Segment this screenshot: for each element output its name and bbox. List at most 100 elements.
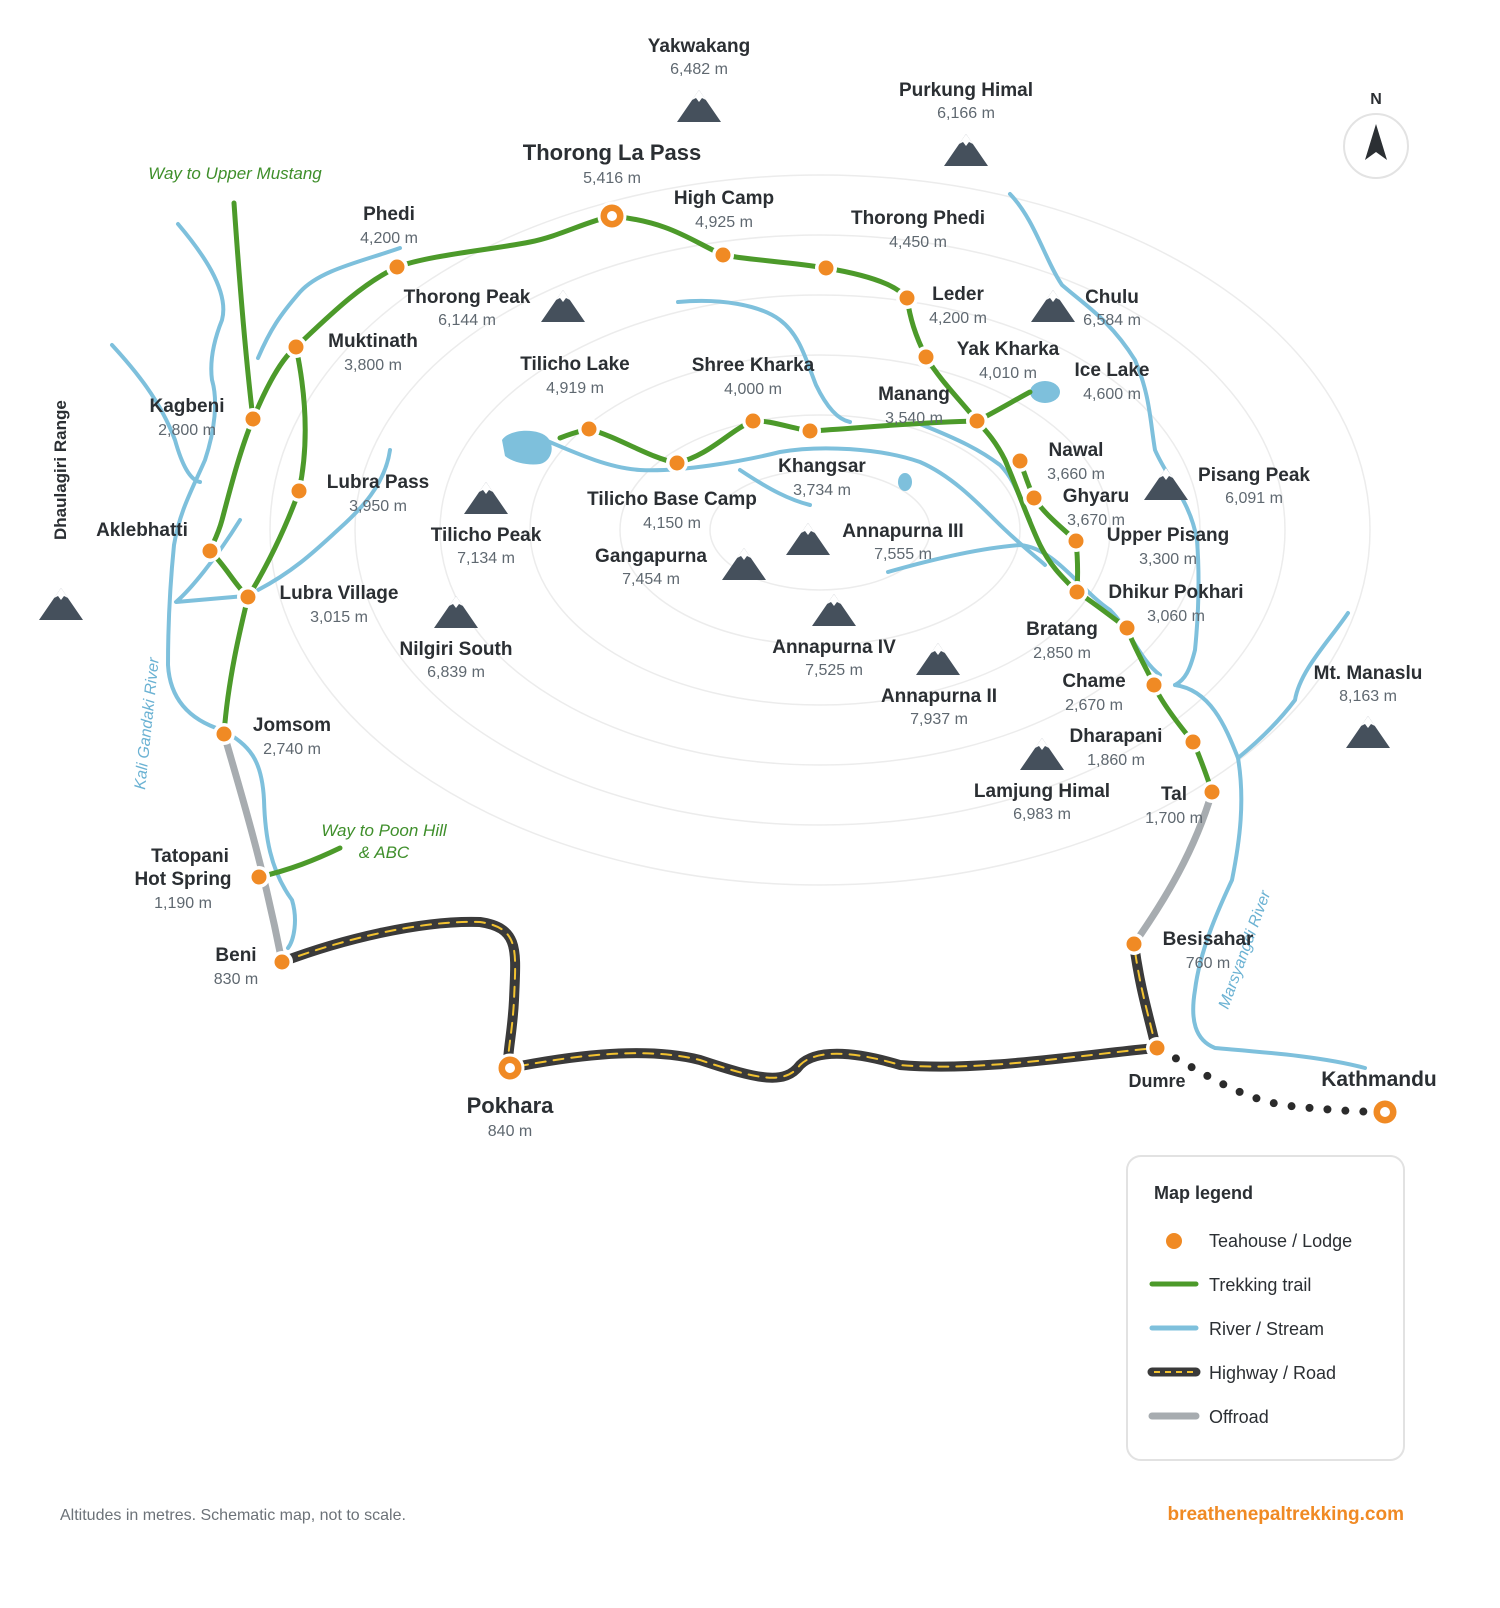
- place-name-label: Lubra Pass: [327, 472, 429, 493]
- teahouse-marker-tilicho-lake[interactable]: [578, 418, 600, 440]
- mountain-icon: [541, 290, 585, 322]
- teahouse-marker-bratang[interactable]: [1116, 617, 1138, 639]
- teahouse-marker-chame[interactable]: [1143, 674, 1165, 696]
- poon-hill-note-line2: & ABC: [359, 843, 410, 862]
- teahouse-marker-tilicho-base-camp[interactable]: [666, 452, 688, 474]
- compass-north-label: N: [1370, 91, 1382, 108]
- teahouse-marker-high-camp[interactable]: [712, 244, 734, 266]
- major-stop-marker-thorong-la-pass[interactable]: [597, 201, 627, 231]
- teahouse-marker-muktinath[interactable]: [285, 336, 307, 358]
- place-name-label: Phedi: [363, 204, 415, 225]
- place-altitude-label: 4,200 m: [360, 230, 418, 247]
- teahouse-marker-lubra-pass[interactable]: [288, 480, 310, 502]
- peak-name-label: Nilgiri South: [400, 639, 513, 660]
- teahouse-marker-dhikur-pokhari[interactable]: [1066, 581, 1088, 603]
- place-name-label: Bratang: [1026, 619, 1098, 640]
- place-altitude-label: 3,950 m: [349, 498, 407, 515]
- teahouse-marker-tal[interactable]: [1201, 781, 1223, 803]
- teahouse-marker-beni[interactable]: [271, 951, 293, 973]
- peak-name-label: Gangapurna: [595, 546, 707, 567]
- teahouse-marker-upper-pisang[interactable]: [1065, 530, 1087, 552]
- teahouse-marker-thorong-phedi[interactable]: [815, 257, 837, 279]
- legend-box: [1126, 1155, 1405, 1461]
- markers-layer: [199, 201, 1400, 1127]
- teahouse-marker-dumre[interactable]: [1146, 1037, 1168, 1059]
- teahouse-marker-khangsar[interactable]: [799, 420, 821, 442]
- chulu-stream-line: [1008, 192, 1201, 687]
- poon-hill-note-line1: Way to Poon Hill: [321, 821, 448, 840]
- teahouse-marker-dharapani[interactable]: [1182, 731, 1204, 753]
- road-dumre-kathmandu-dotted: [1156, 1046, 1389, 1116]
- place-altitude-label: 3,060 m: [1147, 608, 1205, 625]
- teahouse-marker-shree-kharka[interactable]: [742, 410, 764, 432]
- footer-site-link[interactable]: breathenepaltrekking.com: [1167, 1504, 1404, 1525]
- place-altitude-label: 4,010 m: [979, 365, 1037, 382]
- altitude-rings: [269, 174, 1371, 886]
- mid-stream-line: [738, 468, 812, 507]
- teahouse-marker-besisahar[interactable]: [1123, 933, 1145, 955]
- place-name-label: Dhikur Pokhari: [1108, 582, 1243, 603]
- major-stop-marker-pokhara[interactable]: [495, 1053, 525, 1083]
- mountain-icon: [786, 523, 830, 555]
- legend-item-trail: Trekking trail: [1209, 1275, 1311, 1295]
- place-altitude-label: 4,925 m: [695, 214, 753, 231]
- highways: [277, 916, 1389, 1116]
- place-name-label: Lubra Village: [280, 583, 399, 604]
- peak-name-label: Annapurna III: [842, 521, 963, 542]
- teahouse-marker-lubra-village[interactable]: [237, 586, 259, 608]
- place-name-label: Aklebhatti: [96, 520, 188, 541]
- peak-altitude-label: 6,144 m: [438, 312, 496, 329]
- teahouse-marker-tatopani[interactable]: [248, 866, 270, 888]
- manang-valley-river-line: [886, 543, 1162, 677]
- place-name-label: Shree Kharka: [692, 355, 815, 376]
- peak-altitude-label: 7,134 m: [457, 550, 515, 567]
- teahouse-marker-phedi[interactable]: [386, 256, 408, 278]
- lakes: [502, 381, 1060, 491]
- mountain-icon: [916, 643, 960, 675]
- kali-gandaki-river-line: [166, 222, 226, 732]
- peak-name-label: Annapurna II: [881, 686, 997, 707]
- place-name-label: Tatopani: [151, 846, 229, 867]
- major-stop-marker-kathmandu[interactable]: [1370, 1097, 1400, 1127]
- place-altitude-label: 3,800 m: [344, 357, 402, 374]
- teahouse-marker-yak-kharka[interactable]: [915, 346, 937, 368]
- upper-mustang-trail: [231, 200, 256, 422]
- teahouse-marker-leder[interactable]: [896, 287, 918, 309]
- upper-kali-tributary-line: [110, 343, 202, 484]
- teahouse-marker-jomsom[interactable]: [213, 723, 235, 745]
- teahouse-marker-manang[interactable]: [966, 410, 988, 432]
- place-altitude-label: 4,600 m: [1083, 386, 1141, 403]
- road-center-dash: [281, 920, 1157, 1079]
- place-name-label: Hot Spring: [134, 869, 231, 890]
- place-dhikur-pokhari: Dhikur Pokhari 3,060 m: [1108, 582, 1243, 625]
- place-name-label: Thorong Phedi: [851, 208, 985, 229]
- teahouse-marker-ghyaru[interactable]: [1023, 487, 1045, 509]
- place-altitude-label: 1,860 m: [1087, 752, 1145, 769]
- teahouse-marker-nawal[interactable]: [1009, 450, 1031, 472]
- marsyangdi-river-line: [1173, 683, 1367, 1070]
- place-name-label: Dumre: [1128, 1071, 1185, 1091]
- peak-altitude-label: 7,937 m: [910, 711, 968, 728]
- teahouse-marker-aklebhatti[interactable]: [199, 540, 221, 562]
- place-name-label: Nawal: [1049, 440, 1104, 461]
- mountain-icon: [1020, 738, 1064, 770]
- peak-name-label: Purkung Himal: [899, 80, 1033, 101]
- place-altitude-label: 760 m: [1186, 955, 1230, 972]
- place-lubra-pass: Lubra Pass 3,950 m: [327, 472, 429, 515]
- peak-name-label: Lamjung Himal: [974, 781, 1110, 802]
- peak-altitude-label: 6,091 m: [1225, 490, 1283, 507]
- peak-name-label: Annapurna IV: [772, 637, 896, 658]
- peak-altitude-label: 8,163 m: [1339, 688, 1397, 705]
- teahouse-marker-kagbeni[interactable]: [242, 408, 264, 430]
